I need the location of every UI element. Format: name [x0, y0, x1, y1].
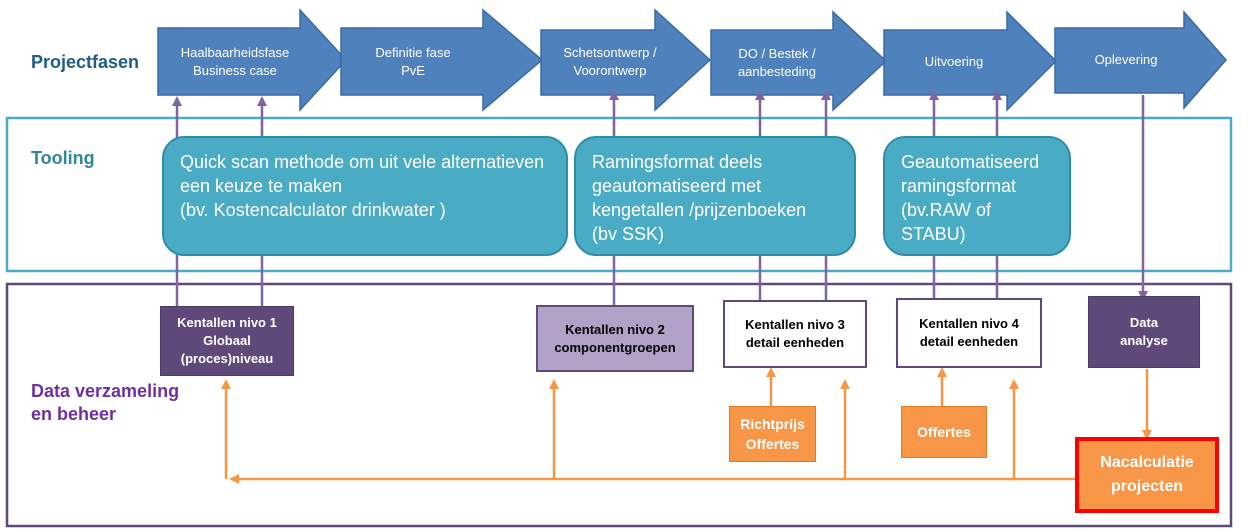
phase-arrow-uitvoering [883, 10, 1058, 112]
phase-arrow-oplevering [1054, 10, 1227, 110]
box-kentallen-nivo3: Kentallen nivo 3 detail eenheden [723, 300, 867, 368]
phase-label-oplevering: Oplevering [1094, 52, 1158, 67]
tool-quick-scan: Quick scan methode om uit vele alternati… [162, 136, 568, 256]
phase-arrow-definitie [340, 8, 544, 112]
phase-label-haalbaarheid: Haalbaarheidsfase Business case [180, 45, 290, 78]
tool-geautomatiseerd: Geautomatiseerd ramingsformat (bv.RAW of… [883, 136, 1071, 256]
tool-ramingsformat-deels: Ramingsformat deels geautomatiseerd met … [574, 136, 856, 256]
phase-arrow-schetsontwerp [540, 8, 712, 112]
tooling-frame [5, 116, 1233, 273]
tooling-label: Tooling [31, 148, 95, 168]
phase-arrow-do-bestek [710, 10, 888, 112]
phase-label-definitie: Definitie fase PvE [375, 45, 451, 78]
phase-arrow-haalbaarheid [157, 8, 348, 112]
box-richtprijs-offertes: Richtprijs Offertes [729, 406, 816, 462]
projectfasen-label: Projectfasen [31, 52, 140, 72]
data-frame [5, 282, 1233, 528]
phase-label-do-bestek: DO / Bestek / aanbesteding [737, 46, 817, 79]
phase-arrows [157, 8, 1227, 112]
phase-label-uitvoering: Uitvoering [924, 54, 984, 69]
box-offertes: Offertes [901, 406, 987, 458]
orange-connectors [221, 367, 1152, 484]
box-kentallen-nivo2: Kentallen nivo 2 componentgroepen [536, 305, 694, 372]
phase-label-schetsontwerp: Schetsontwerp / Voorontwerp [563, 45, 657, 78]
box-nacalculatie-projecten: Nacalculatie projecten [1075, 437, 1219, 513]
box-data-analyse: Data analyse [1088, 296, 1200, 368]
box-kentallen-nivo1: Kentallen nivo 1 Globaal (proces)niveau [160, 306, 294, 376]
data-label: Data verzameling en beheer [31, 381, 180, 424]
box-kentallen-nivo4: Kentallen nivo 4 detail eenheden [896, 298, 1042, 368]
